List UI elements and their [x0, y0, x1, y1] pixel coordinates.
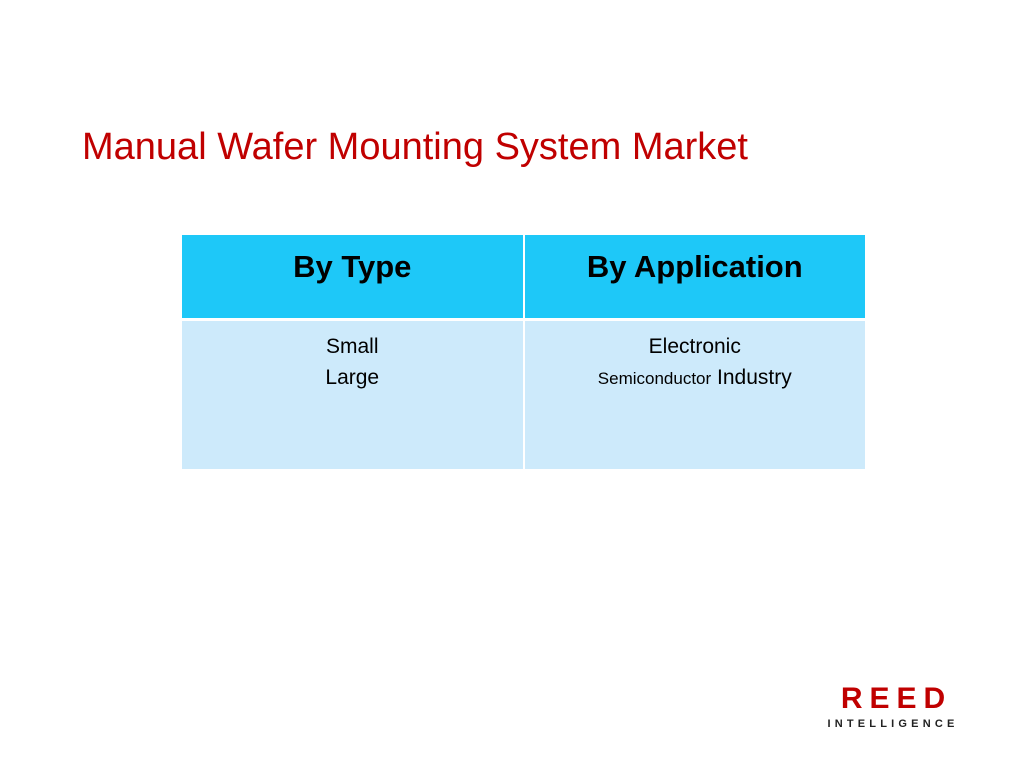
- type-item-small: Small: [325, 334, 379, 358]
- industry-text: Industry: [711, 365, 792, 389]
- table-row: Small Large Electronic Semiconductor Ind…: [182, 319, 865, 469]
- semiconductor-text: Semiconductor: [597, 368, 712, 388]
- header-by-type: By Type: [182, 235, 525, 321]
- segmentation-table: By Type By Application Small Large Elect…: [182, 235, 865, 469]
- application-item-semiconductor-industry: Semiconductor Industry: [526, 362, 865, 394]
- logo-sub-text: INTELLIGENCE: [827, 718, 959, 730]
- logo-main-text: REED: [840, 682, 953, 715]
- table-header-row: By Type By Application: [182, 235, 865, 321]
- type-cell: Small Large: [182, 319, 525, 469]
- type-item-large: Large: [325, 365, 380, 389]
- application-cell: Electronic Semiconductor Industry: [523, 319, 865, 469]
- application-item-electronic: Electronic: [648, 334, 741, 358]
- page-title: Manual Wafer Mounting System Market: [82, 126, 748, 168]
- reed-intelligence-logo: REED INTELLIGENCE: [820, 683, 966, 731]
- header-by-application: By Application: [523, 235, 865, 321]
